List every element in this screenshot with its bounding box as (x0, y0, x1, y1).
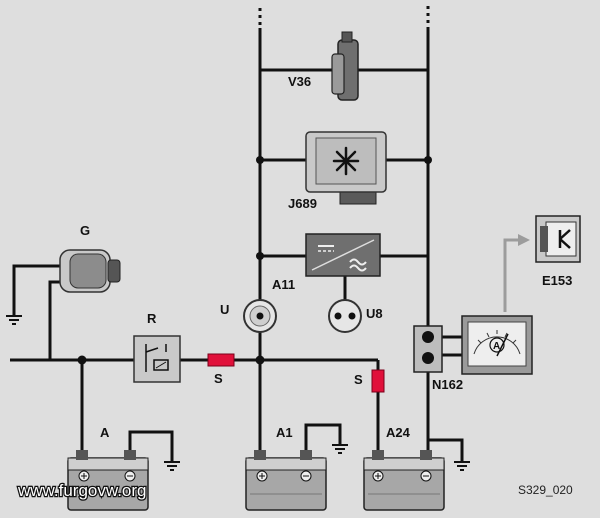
label-n162: N162 (432, 377, 463, 392)
label-v36: V36 (288, 74, 311, 89)
figure-code: S329_020 (518, 483, 573, 497)
watermark: www.furgovw.org (17, 481, 147, 500)
ammeter-icon: A (461, 315, 533, 375)
label-j689: J689 (288, 196, 317, 211)
wires (10, 6, 468, 462)
ground-icon (6, 315, 22, 325)
ground-wire-a24 (428, 438, 464, 462)
e153-switch-icon (535, 215, 581, 263)
socket-u8-icon (328, 299, 362, 333)
junction-node (424, 156, 432, 164)
j689-control-unit (305, 131, 387, 205)
junction-node (77, 355, 87, 365)
label-a: A (100, 425, 110, 440)
battery-a24-icon (363, 450, 445, 511)
ground-icon (164, 461, 180, 471)
battery-a1-icon (245, 450, 327, 511)
junction-node (255, 355, 265, 365)
fuse-icon (207, 353, 235, 367)
label-e153: E153 (542, 273, 572, 288)
arrow-icon (503, 234, 530, 312)
snowflake-icon (332, 146, 360, 176)
ammeter-symbol: A (493, 341, 500, 352)
label-a1: A1 (276, 425, 293, 440)
label-g: G (80, 223, 90, 238)
label-a24: A24 (386, 425, 411, 440)
label-s-2: S (354, 372, 363, 387)
junction-node (256, 156, 264, 164)
generator-ground-wire (12, 264, 62, 316)
label-u8: U8 (366, 306, 383, 321)
socket-u-icon (243, 299, 277, 333)
ground-wire-a1 (304, 423, 342, 455)
v36-pump-icon (331, 31, 359, 101)
a11-converter (305, 233, 381, 277)
ground-symbols (6, 315, 470, 471)
label-s-1: S (214, 371, 223, 386)
wire-generator (48, 280, 65, 360)
n162-terminal-icon (413, 325, 443, 373)
ground-wire-a (128, 430, 174, 462)
label-r: R (147, 311, 157, 326)
generator-icon (59, 249, 121, 293)
label-a11: A11 (272, 277, 295, 292)
junction-node (256, 252, 264, 260)
relay-icon (133, 335, 181, 383)
fuse-icon (371, 369, 385, 393)
ground-icon (454, 461, 470, 471)
ground-icon (332, 444, 348, 454)
battery-a-icon (67, 450, 149, 511)
label-u: U (220, 302, 229, 317)
